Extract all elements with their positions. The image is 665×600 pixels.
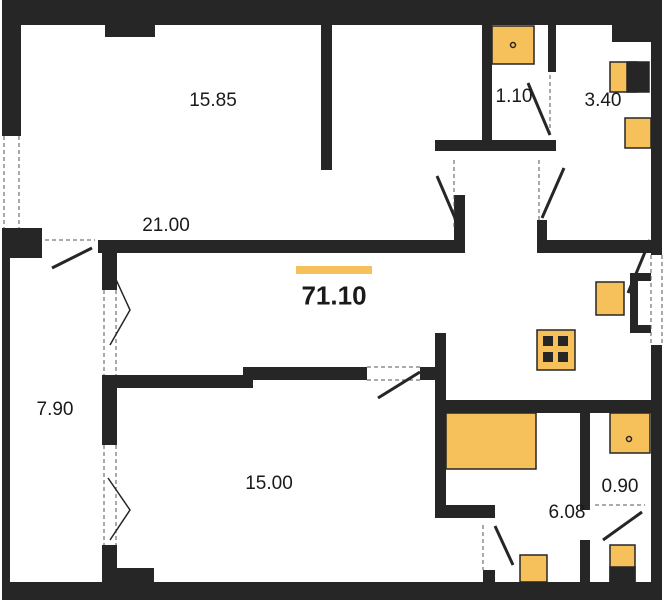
room-area-label: 6.08 xyxy=(548,502,586,523)
room-area-label: 3.40 xyxy=(584,90,622,111)
door-leaves xyxy=(51,82,652,566)
total-area: 71.10 xyxy=(301,280,367,311)
room-area-label: 21.00 xyxy=(142,215,190,236)
fixtures xyxy=(445,25,652,584)
bathtub-icon xyxy=(445,412,537,470)
room-area-label: 0.90 xyxy=(601,476,639,497)
room-area-label: 15.85 xyxy=(189,90,237,111)
sink-icon xyxy=(519,554,548,583)
room-area-label: 7.90 xyxy=(36,399,74,420)
shower-tray-icon xyxy=(609,412,651,454)
sink-icon xyxy=(624,117,652,149)
stove-icon xyxy=(536,329,576,371)
windows-and-openings xyxy=(3,75,663,570)
shower-tray-icon xyxy=(491,25,535,65)
kitchen-sink-icon xyxy=(595,281,625,316)
room-area-label: 15.00 xyxy=(245,473,293,494)
room-area-label: 1.10 xyxy=(495,86,533,107)
total-area-underline xyxy=(296,266,372,274)
